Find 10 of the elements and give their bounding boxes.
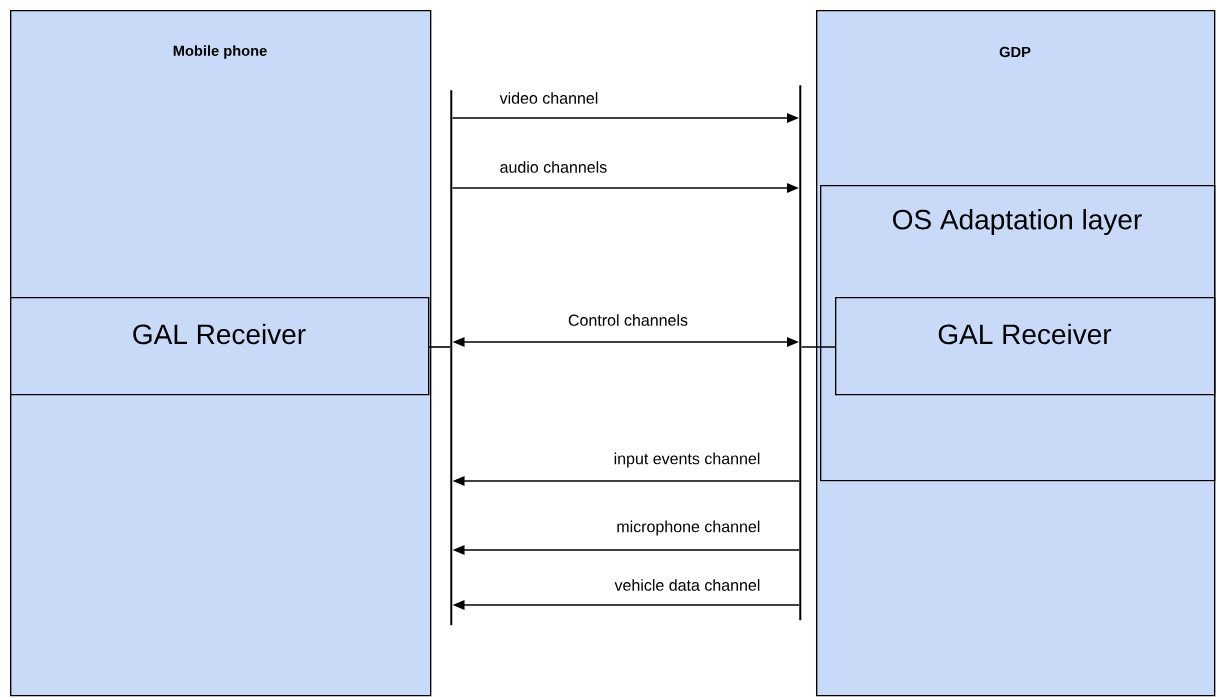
edge-label: video channel — [499, 92, 598, 104]
edge-label: microphone channel — [617, 520, 760, 536]
edge-label: input events channel — [614, 452, 760, 468]
connector-line — [428, 346, 451, 348]
edge-label: vehicle data channel — [614, 579, 760, 591]
module-box: GAL Receiver — [835, 297, 1216, 396]
connector-line — [800, 346, 836, 348]
edge-label: audio channels — [500, 161, 607, 173]
edge-label: Control channels — [568, 314, 688, 326]
module-box: GAL Receiver — [10, 297, 430, 396]
